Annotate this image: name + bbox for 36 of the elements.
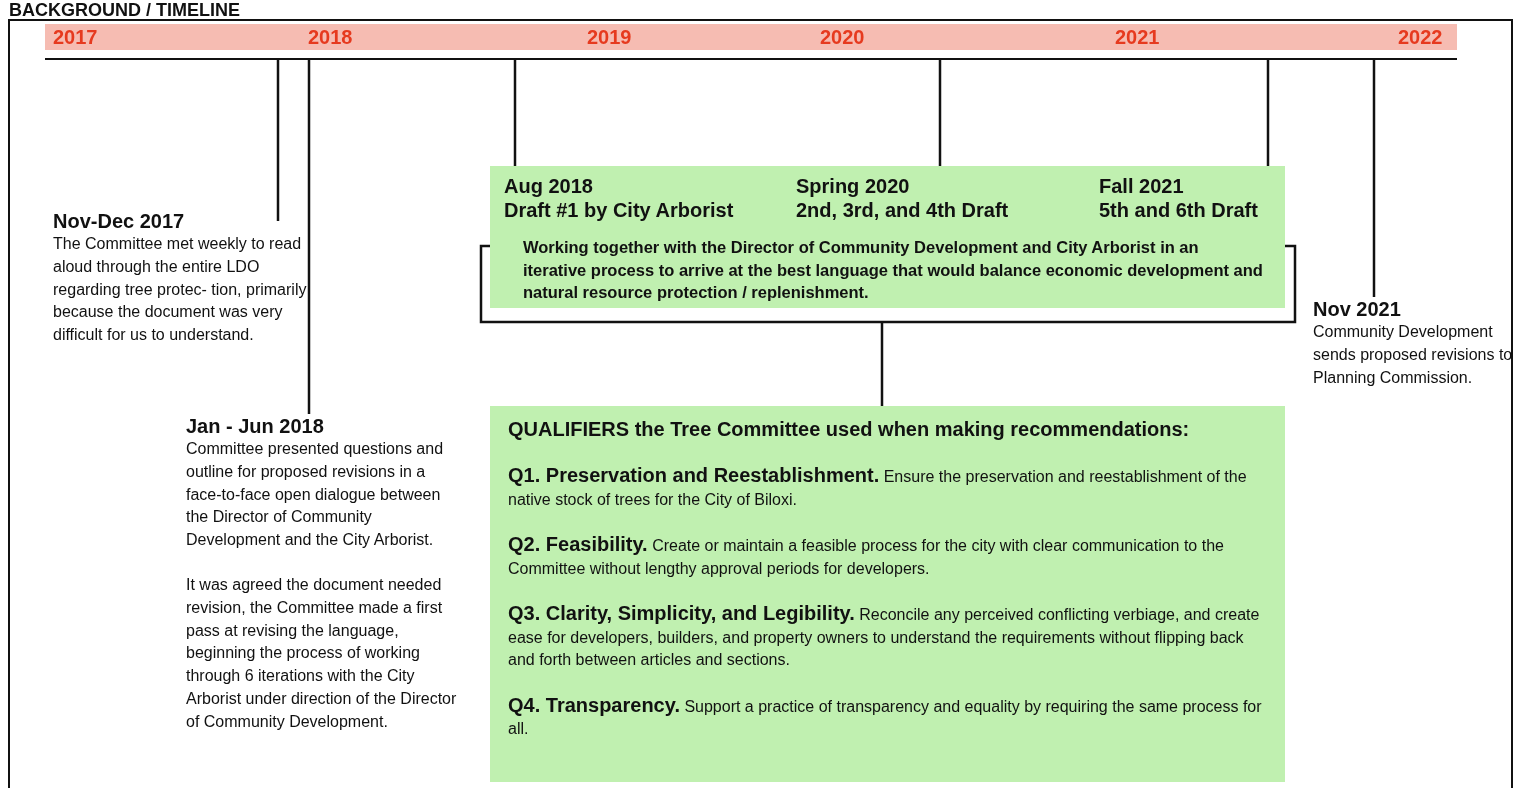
qualifier-text: Q1. Preservation and Reestablishment. Ensure the preservation and reestablishment of the native stock of trees for the City of Biloxi. [508,464,1248,510]
date-heading: Spring 2020 [795,174,911,198]
leader-line [513,60,517,166]
leader-line [276,60,280,221]
leader-line [1372,60,1376,297]
leader-line [1266,60,1270,166]
year-label: 2017 [53,25,98,49]
date-heading: Nov 2021 [1313,297,1402,321]
timeline-band [45,24,1457,60]
draft-label: 2nd, 3rd, and 4th Draft [795,198,1010,222]
year-label: 2018 [308,25,353,49]
draft-label: 5th and 6th Draft [1098,198,1259,222]
event-description: The Committee met weekly to read aloud through the entire LDO regarding tree protec- tion, primarily because the document was very difficult for us to understand. [53,234,308,346]
year-label: 2021 [1115,25,1160,49]
panel-heading: QUALIFIERS the Tree Committee used when making recommendations: [508,417,1191,442]
qualifier-text: Q4. Transparency. Support a practice of transparency and equality by requiring the same process for all. [508,693,1263,739]
year-label: 2020 [820,25,865,49]
year-label: 2022 [1398,25,1443,49]
leader-line [938,60,942,166]
date-heading: Jan - Jun 2018 [186,414,325,438]
process-description: Working together with the Director of Community Development and City Arborist in an iterative process to arrive at the best language that would balance economic development and natural resource protection / replenishment. [523,237,1263,303]
qualifier-text: Q2. Feasibility. Create or maintain a feasible process for the city with clear communication to the Committee without lengthy approval periods for developers. [508,533,1225,579]
event-description: Committee presented questions and outline for proposed revisions in a face-to-face open dialogue between the Director of Community Development and the City Arborist. [186,439,445,551]
bracket-connector [479,244,1297,408]
qualifiers-panel [490,406,1285,782]
event-description: Community Development sends proposed revisions to Planning Commission. [1313,322,1513,388]
event-description: It was agreed the document needed revision, the Committee made a first pass at revising the language, beginning the process of working through 6 iterations with the City Arborist under direction of the Director of Community Development. [186,575,458,732]
leader-line [307,60,311,414]
date-heading: Nov-Dec 2017 [53,209,186,233]
page-title: BACKGROUND / TIMELINE [9,0,240,20]
draft-label: Draft #1 by City Arborist [503,198,735,222]
drafts-panel [490,166,1285,308]
year-label: 2019 [587,25,632,49]
date-heading: Fall 2021 [1098,174,1185,198]
qualifier-text: Q3. Clarity, Simplicity, and Legibility. Reconcile any perceived conflicting verbiage, and create ease for developers, builders, and property owners to understand the requirements without flipping back and forth between articles and sections. [508,602,1261,670]
date-heading: Aug 2018 [503,174,594,198]
